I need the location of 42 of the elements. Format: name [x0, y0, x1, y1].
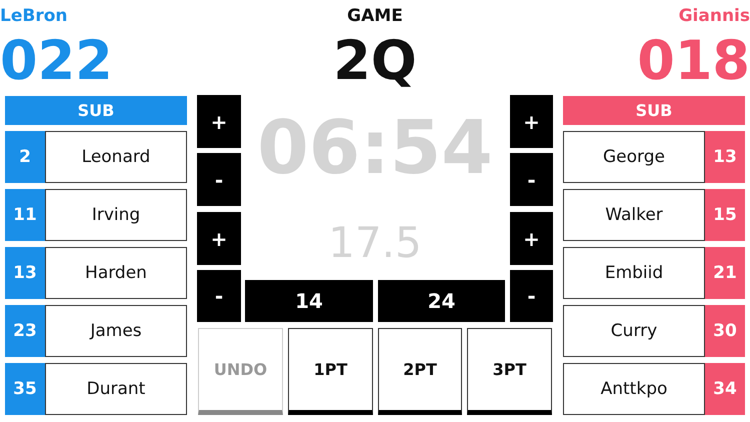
- player-name-button: George: [563, 131, 705, 183]
- quarter-display: 2Q: [332, 32, 418, 88]
- increment-button: +: [197, 212, 241, 265]
- jersey-number: 11: [5, 189, 45, 241]
- player-name-button: Anttkpo: [563, 363, 705, 415]
- team-name: LeBron: [0, 5, 68, 28]
- jersey-number: 13: [5, 247, 45, 299]
- shot-clock-reset-button: 14: [245, 280, 373, 322]
- player-name-button: Irving: [45, 189, 187, 241]
- jersey-number: 15: [705, 189, 745, 241]
- score-display: 018: [640, 32, 750, 88]
- player-name-button: Harden: [45, 247, 187, 299]
- team-name: Giannis: [680, 5, 750, 28]
- increment-button: +: [510, 212, 553, 265]
- increment-button: +: [197, 95, 241, 148]
- player-name-button: Durant: [45, 363, 187, 415]
- score-display: 022: [0, 32, 110, 88]
- substitute-button: SUB: [563, 96, 745, 125]
- jersey-number: 34: [705, 363, 745, 415]
- decrement-button: -: [197, 270, 241, 322]
- decrement-button: -: [510, 270, 553, 322]
- decrement-button: -: [510, 153, 553, 206]
- jersey-number: 30: [705, 305, 745, 357]
- decrement-button: -: [197, 153, 241, 206]
- jersey-number: 21: [705, 247, 745, 299]
- increment-button: +: [510, 95, 553, 148]
- player-name-button: James: [45, 305, 187, 357]
- player-name-button: Walker: [563, 189, 705, 241]
- jersey-number: 23: [5, 305, 45, 357]
- substitute-button: SUB: [5, 96, 187, 125]
- score-button: 2PT: [378, 328, 462, 415]
- score-button: 1PT: [288, 328, 373, 415]
- period-caption: GAME: [346, 5, 404, 28]
- undo-button: UNDO: [198, 328, 283, 415]
- jersey-number: 35: [5, 363, 45, 415]
- jersey-number: 13: [705, 131, 745, 183]
- score-button: 3PT: [467, 328, 552, 415]
- player-name-button: Embiid: [563, 247, 705, 299]
- player-name-button: Leonard: [45, 131, 187, 183]
- jersey-number: 2: [5, 131, 45, 183]
- shot-clock-reset-button: 24: [378, 280, 505, 322]
- player-name-button: Curry: [563, 305, 705, 357]
